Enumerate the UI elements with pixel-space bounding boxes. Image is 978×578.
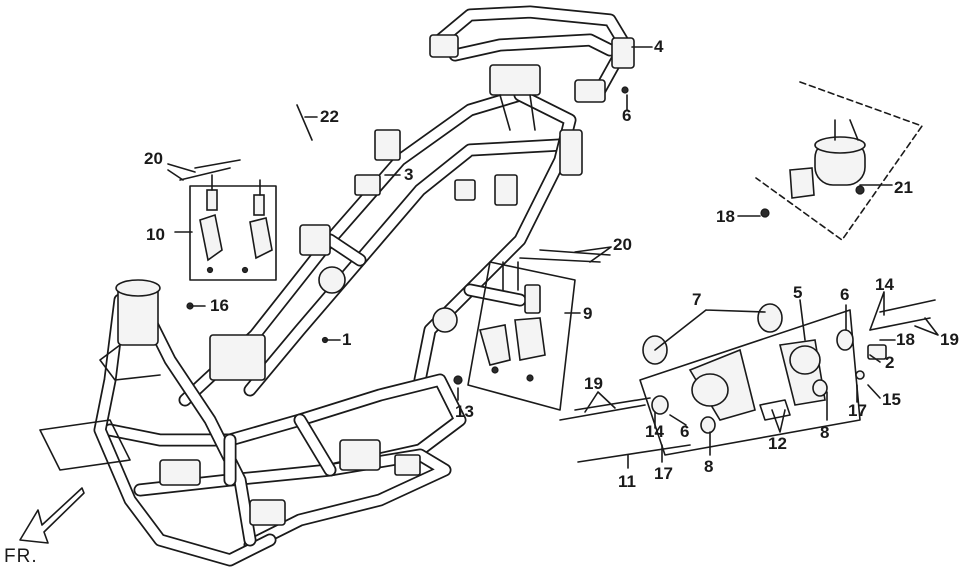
front-direction-arrow-icon (19, 487, 85, 544)
callout-2: 2 (885, 353, 895, 372)
swing-arm-assembly (639, 303, 887, 456)
callout-13: 13 (455, 402, 474, 421)
callout-19-left: 19 (584, 374, 603, 393)
callout-21: 21 (894, 178, 913, 197)
main-frame (39, 88, 583, 567)
frame-floor-rail (133, 448, 452, 552)
callout-19-right: 19 (940, 330, 959, 349)
callout-18-upper: 18 (716, 207, 735, 226)
head-tube (39, 279, 161, 471)
callout-14-left: 14 (645, 422, 664, 441)
callout-20-right: 20 (613, 235, 632, 254)
callout-17-right: 17 (848, 401, 867, 420)
callout-8-right: 8 (820, 423, 830, 442)
filter-assembly-21 (755, 81, 923, 241)
frame-right-rail (413, 88, 577, 387)
bracket-assembly-9 (467, 261, 576, 411)
callout-5: 5 (793, 283, 803, 302)
front-direction-label: FR. (4, 546, 38, 567)
callout-11: 11 (618, 472, 636, 491)
callout-14-right: 14 (875, 275, 894, 294)
callout-1: 1 (342, 330, 352, 349)
callout-7: 7 (692, 290, 702, 309)
callout-8-bottom: 8 (704, 457, 714, 476)
frame-inner-rail (243, 138, 567, 397)
frame-lower-rail (103, 373, 467, 477)
callout-17-bottom: 17 (654, 464, 673, 483)
callout-22: 22 (320, 107, 339, 126)
leader-lines (167, 46, 939, 469)
callout-6-top: 6 (622, 106, 632, 125)
bracket-assembly-10 (189, 174, 277, 281)
callout-18-lower: 18 (896, 330, 915, 349)
callout-9: 9 (583, 304, 593, 323)
callout-10: 10 (146, 225, 165, 244)
callout-12: 12 (768, 434, 787, 453)
callout-4: 4 (654, 37, 664, 56)
callout-6-right: 6 (840, 285, 850, 304)
frame-down-tube (133, 293, 257, 547)
rear-carrier (429, 5, 635, 131)
callout-20-left: 20 (144, 149, 163, 168)
callout-3: 3 (404, 165, 414, 184)
frame-front-loop (93, 293, 277, 567)
frame-cross-members (223, 233, 527, 487)
callout-16: 16 (210, 296, 229, 315)
frame-brackets (159, 129, 583, 526)
callout-15: 15 (882, 390, 901, 409)
callout-6-bottom: 6 (680, 422, 690, 441)
